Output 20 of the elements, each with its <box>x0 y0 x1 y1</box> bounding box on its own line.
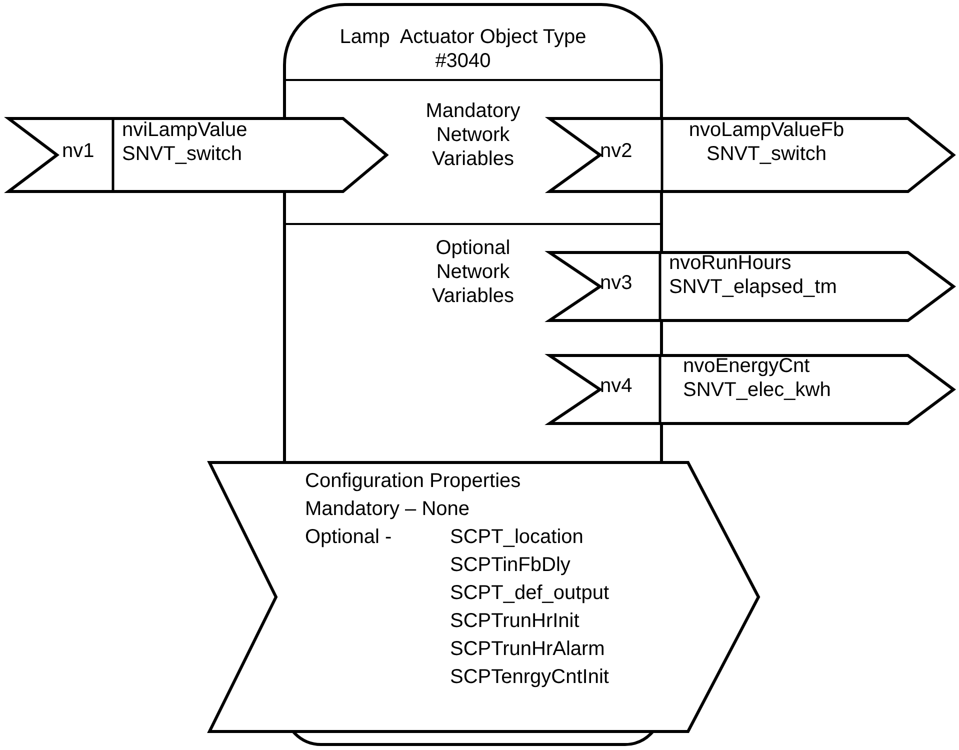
object-title: Lamp Actuator Object Type #3040 <box>338 25 588 73</box>
property-name: SCPTrunHrInit <box>450 609 580 633</box>
variable-number: nv1 <box>62 139 96 163</box>
variable-name: nviLampValue SNVT_switch <box>122 118 248 166</box>
property-note: Mandatory – None <box>305 497 471 521</box>
variable-number: nv3 <box>600 271 634 295</box>
property-name: SCPT_location <box>450 525 584 549</box>
variable-name: nvoEnergyCnt SNVT_elec_kwh <box>683 354 832 402</box>
property-name: SCPTinFbDly <box>450 553 572 577</box>
variable-number: nv4 <box>600 374 634 398</box>
property-name: SCPTenrgyCntInit <box>450 665 610 689</box>
variable-name: nvoLampValueFb SNVT_switch <box>688 118 846 166</box>
section-heading: Configuration Properties <box>305 469 522 493</box>
property-name: SCPT_def_output <box>450 581 610 605</box>
property-note: Optional - <box>305 525 393 549</box>
section-heading: Mandatory Network Variables <box>424 99 522 171</box>
property-name: SCPTrunHrAlarm <box>450 637 606 661</box>
section-heading: Optional Network Variables <box>431 236 515 308</box>
variable-name: nvoRunHours SNVT_elapsed_tm <box>669 251 838 299</box>
variable-number: nv2 <box>600 139 634 163</box>
